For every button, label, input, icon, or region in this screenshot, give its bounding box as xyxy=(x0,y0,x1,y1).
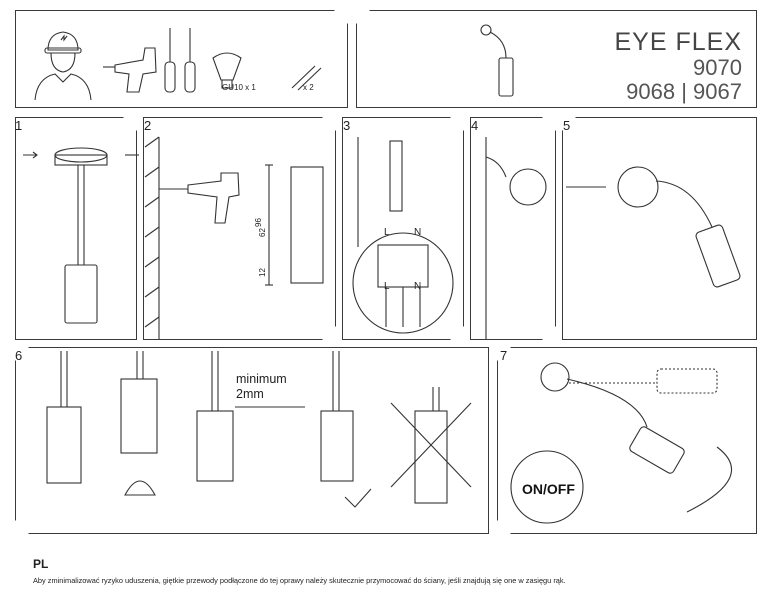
step-4-illustration xyxy=(485,137,547,340)
step-5-number: 5 xyxy=(563,118,571,133)
drill-icon xyxy=(103,47,157,93)
bulb-quantity-label: GU10 x 1 xyxy=(222,83,256,92)
screws-quantity-label: x 2 xyxy=(303,83,314,92)
step-7-illustration xyxy=(510,362,733,524)
step-4-panel xyxy=(470,117,556,340)
minimum-label-line2: 2mm xyxy=(236,387,264,401)
step-3-illustration xyxy=(352,137,454,334)
step-2-illustration xyxy=(144,136,324,340)
terminal-n-top: N xyxy=(414,227,422,238)
worker-icon xyxy=(34,31,92,101)
terminal-n-bottom: N xyxy=(414,281,422,292)
dimension-62: 62 xyxy=(257,228,267,237)
dimension-12: 12 xyxy=(257,268,267,277)
screws-icon xyxy=(291,65,322,91)
dimension-96: 96 xyxy=(253,218,263,227)
lamp-icon xyxy=(480,24,514,97)
step-3-number: 3 xyxy=(343,118,351,133)
product-name: EYE FLEX xyxy=(614,28,742,56)
step-1-illustration xyxy=(23,147,139,324)
safety-note: Aby zminimalizować ryzyko uduszenia, gię… xyxy=(33,576,566,585)
tools-panel xyxy=(15,10,348,108)
step-5-illustration xyxy=(566,166,741,288)
brand-block: EYE FLEX 9070 9068 | 9067 xyxy=(615,28,743,104)
product-panel xyxy=(356,10,757,108)
step-7-number: 7 xyxy=(500,348,508,363)
step-2-number: 2 xyxy=(144,118,152,133)
language-code: PL xyxy=(33,557,49,571)
product-code-1: 9070 xyxy=(693,55,742,80)
step-6-panel xyxy=(15,347,489,534)
step-6-number: 6 xyxy=(15,348,23,363)
minimum-gap-label: minimum 2mm xyxy=(236,372,287,402)
step-4-number: 4 xyxy=(471,118,479,133)
step-1-number: 1 xyxy=(15,118,23,133)
step-6-illustration xyxy=(46,351,472,508)
step-2-panel xyxy=(143,117,336,340)
product-code-2: 9068 | 9067 xyxy=(626,79,742,104)
product-illustration xyxy=(480,24,514,97)
terminal-l-bottom: L xyxy=(384,281,390,292)
step-7-panel xyxy=(497,347,757,534)
gu10-bulb-icon xyxy=(212,52,242,89)
on-off-label: ON/OFF xyxy=(522,481,575,497)
terminal-l-top: L xyxy=(384,227,390,238)
tools-illustration xyxy=(34,28,322,101)
screwdriver-icon xyxy=(164,28,196,93)
step-5-panel xyxy=(562,117,757,340)
minimum-label-line1: minimum xyxy=(236,372,287,386)
